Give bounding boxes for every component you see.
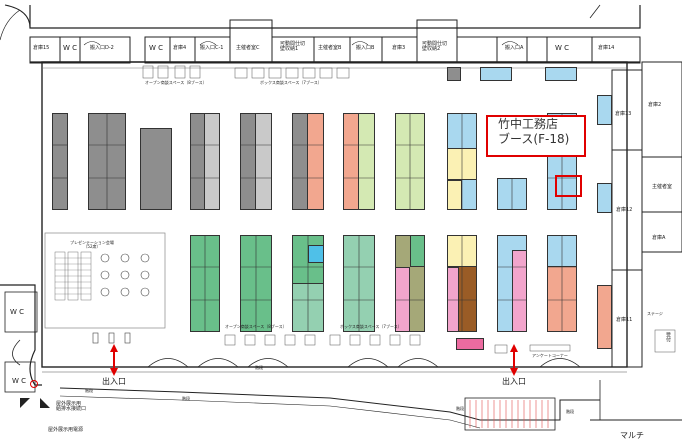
storage-label: 倉庫15 [33, 45, 50, 51]
storage-label: 倉庫12 [616, 207, 633, 213]
organizer-room-label: 主催者室B [318, 45, 342, 51]
organizer-room-label: 主催者室 [652, 184, 673, 190]
booth [52, 113, 68, 210]
booth-callout: 竹中工務店 ブース(F-18) [486, 115, 586, 157]
booth [292, 113, 308, 210]
restroom-label: W C [555, 44, 570, 52]
booth [308, 245, 324, 263]
booth [140, 128, 172, 210]
restroom-label: W C [63, 44, 78, 52]
stairs-label: 階段 [182, 396, 190, 401]
reception-label: 受付 [665, 332, 671, 342]
restroom-label: W C [149, 44, 164, 52]
storage-label: 倉庫14 [598, 45, 615, 51]
power-marker-icon [30, 380, 38, 388]
storage-label: 倉庫2 [648, 102, 662, 108]
organizer-room-label: 主催者室C [236, 45, 260, 51]
stairs-label: 階段 [255, 365, 263, 370]
booth [456, 338, 484, 350]
storage-label: 倉庫4 [173, 45, 187, 51]
booth [240, 113, 256, 210]
stairs-label: 階段 [566, 409, 574, 414]
outdoor-marker-icon [20, 398, 30, 408]
highlighted-booth[interactable] [555, 175, 582, 197]
restroom-label: W C [10, 308, 25, 316]
callout-booth-number: ブース(F-18) [498, 132, 570, 146]
booth [190, 113, 205, 210]
booth [597, 183, 612, 213]
booth [447, 180, 462, 210]
booth [395, 267, 410, 332]
booth [480, 67, 512, 81]
restroom-label: W C [12, 377, 27, 385]
storage-label: 倉庫3 [392, 45, 406, 51]
booth [343, 113, 359, 210]
multi-purpose-label: マルチ [620, 431, 644, 440]
storage-label: 倉庫11 [616, 317, 633, 323]
booth [597, 95, 612, 125]
carry-in-label: 搬入口D-2 [90, 45, 114, 51]
outdoor-marker-icon [40, 398, 50, 408]
booth [447, 267, 459, 332]
partition-storage-label: 可動間仕切 壁収納2 [422, 41, 448, 52]
carry-in-label: 搬入口A [505, 45, 524, 51]
seminar-space-label: オープン商談スペース（8ブース） [225, 324, 287, 329]
survey-corner-label: アンケートコーナー [532, 353, 568, 358]
storage-label: 倉庫A [652, 235, 666, 241]
storage-label: 倉庫13 [615, 111, 632, 117]
booth [512, 250, 527, 332]
seminar-space-label: オープン商談スペース（8ブース） [145, 80, 207, 85]
outdoor-water-label: 屋外展示用 給排水接続口 [56, 401, 87, 412]
seminar-space-label: ボックス商談スペース（7ブース） [340, 324, 402, 329]
partition-storage-label: 可動間仕切 壁収納1 [280, 41, 306, 52]
presentation-venue-label: プレゼンテーション会場 （52席） [70, 240, 114, 249]
carry-in-label: 搬入口C-1 [200, 45, 224, 51]
booth [597, 285, 612, 349]
booth [410, 235, 425, 267]
stairs-label: 階段 [456, 406, 464, 411]
entrance-label: 出入口 [502, 377, 526, 386]
callout-company: 竹中工務店 [498, 117, 559, 131]
carry-in-label: 搬入口B [356, 45, 375, 51]
outdoor-power-label: 屋外展示用電源 [48, 427, 84, 433]
booth [447, 67, 461, 81]
seminar-space-label: ボックス商談スペース（7ブース） [260, 80, 322, 85]
entrance-label: 出入口 [102, 377, 126, 386]
booth [545, 67, 577, 81]
stairs-label: 階段 [85, 388, 93, 393]
stage-label: ステージ [647, 311, 663, 316]
